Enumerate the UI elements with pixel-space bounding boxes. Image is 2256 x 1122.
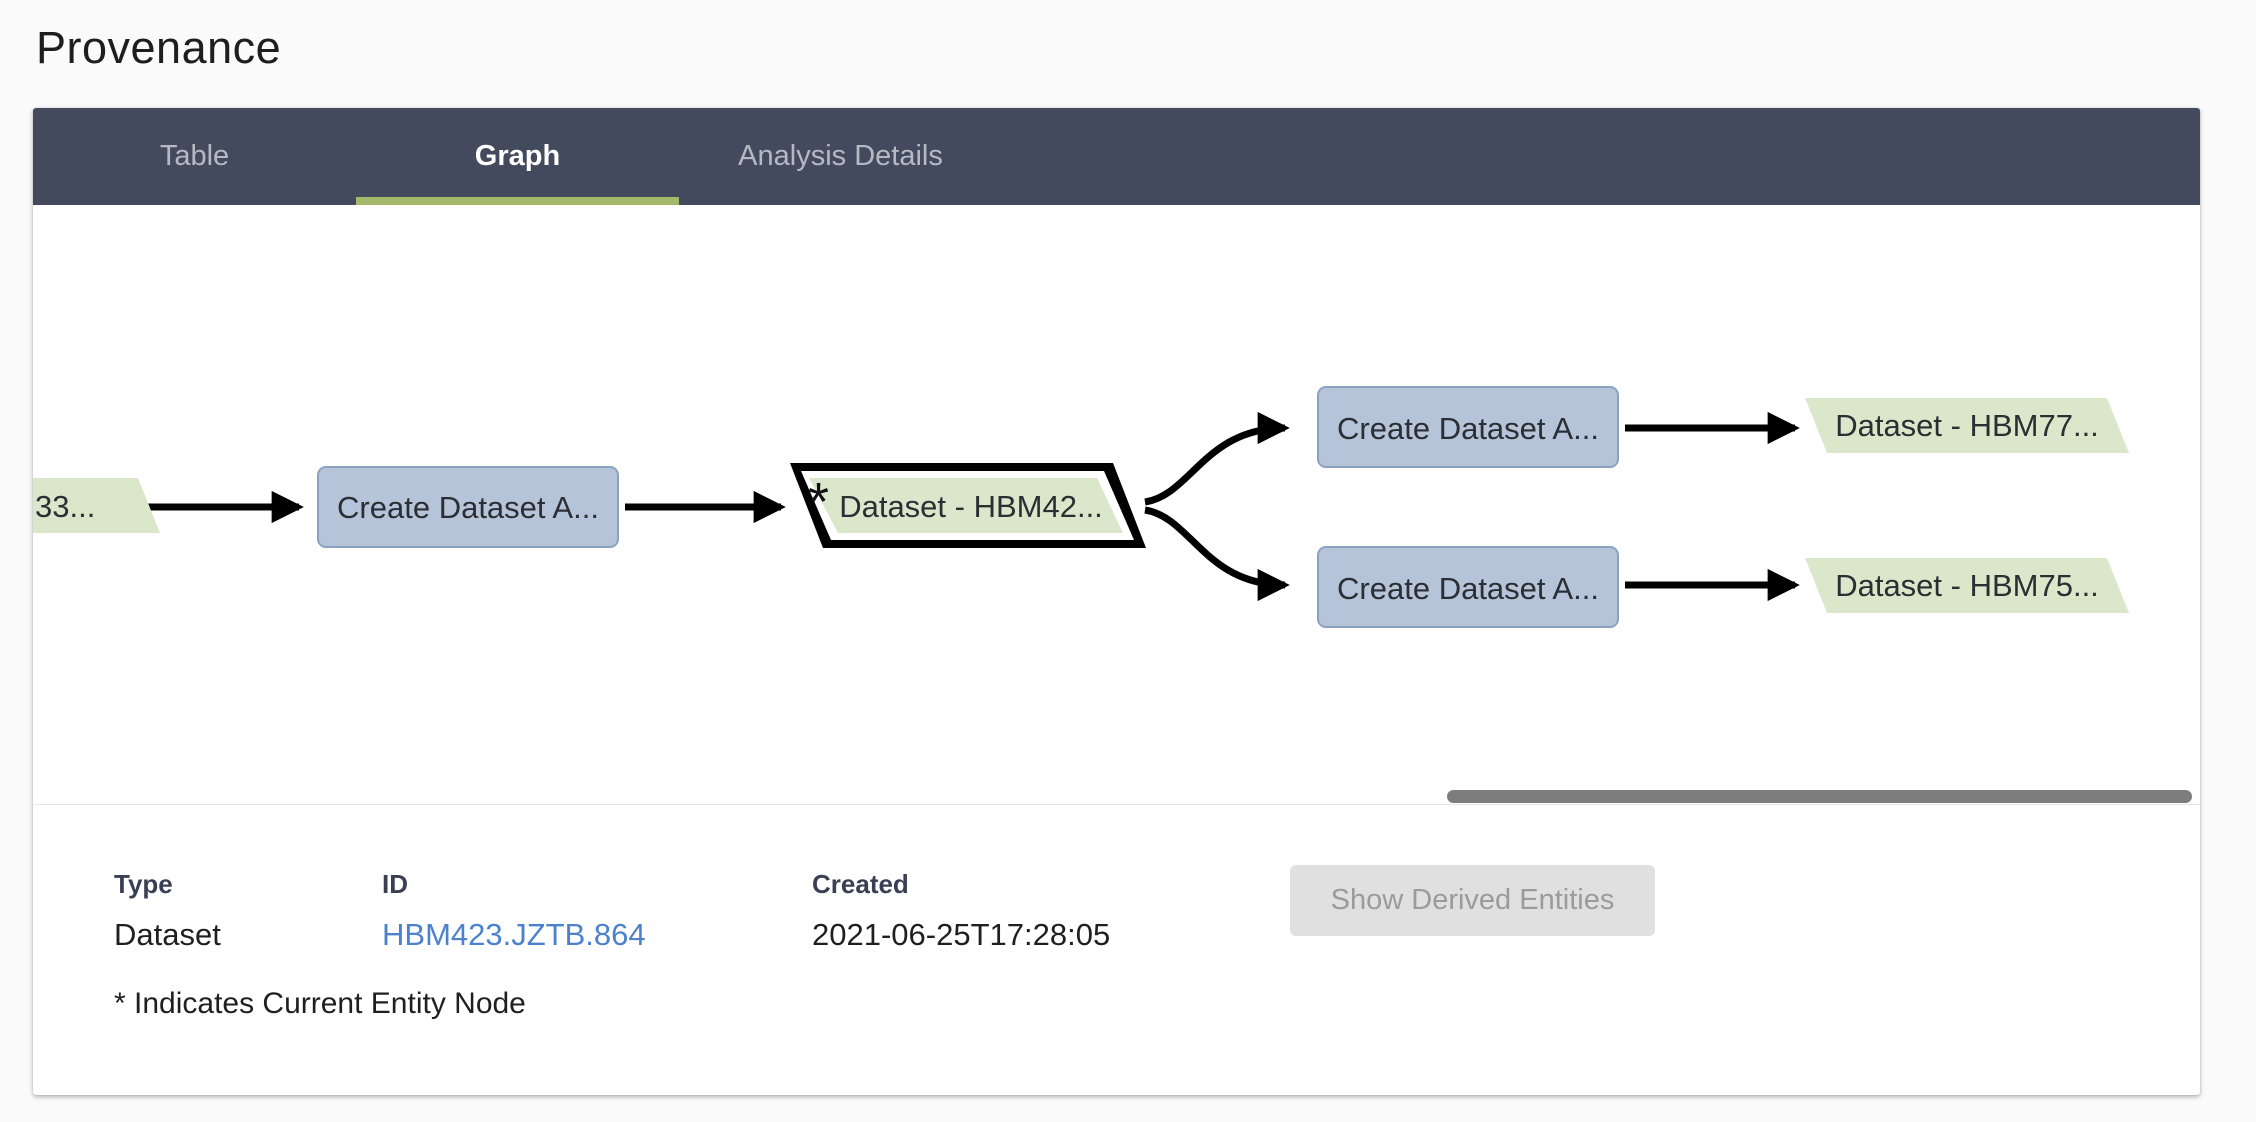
tab-graph-label: Graph <box>474 140 561 172</box>
node-derived-dataset-bottom[interactable]: Dataset - HBM75... <box>1805 558 2129 613</box>
edge-current-to-activity-top <box>1144 411 1290 506</box>
entity-id-link[interactable]: HBM423.JZTB.864 <box>382 917 646 952</box>
tab-graph[interactable]: Graph <box>356 108 679 205</box>
node-activity-top[interactable]: Create Dataset A... <box>1317 386 1619 468</box>
node-ancestor-dataset-label: 33... <box>35 489 95 524</box>
tab-analysis-details-label: Analysis Details <box>738 140 943 172</box>
field-id: ID HBM423.JZTB.864 <box>382 869 646 953</box>
provenance-card: Table Graph Analysis Details <box>33 108 2200 1095</box>
field-type: Type Dataset <box>114 869 221 953</box>
type-label: Type <box>114 869 173 899</box>
node-ancestor-dataset[interactable]: 33... <box>33 478 160 533</box>
horizontal-scrollbar-thumb[interactable] <box>1447 790 2192 803</box>
type-value: Dataset <box>114 917 221 952</box>
node-activity-top-label: Create Dataset A... <box>1337 411 1599 446</box>
node-derived-dataset-top-label: Dataset - HBM77... <box>1835 408 2099 443</box>
id-label: ID <box>382 869 408 899</box>
node-derived-dataset-bottom-label: Dataset - HBM75... <box>1835 568 2099 603</box>
node-activity-left[interactable]: Create Dataset A... <box>317 466 619 548</box>
node-current-dataset[interactable]: * Dataset - HBM42... <box>790 463 1146 548</box>
tab-bar: Table Graph Analysis Details <box>33 108 2200 205</box>
id-value: HBM423.JZTB.864 <box>382 917 646 953</box>
node-activity-bottom[interactable]: Create Dataset A... <box>1317 546 1619 628</box>
current-entity-marker: * <box>808 472 829 532</box>
show-derived-entities-button[interactable]: Show Derived Entities <box>1290 865 1655 936</box>
node-derived-dataset-top[interactable]: Dataset - HBM77... <box>1805 398 2129 453</box>
node-current-dataset-label: Dataset - HBM42... <box>839 489 1103 524</box>
entity-details-panel: Type Dataset ID HBM423.JZTB.864 Created … <box>33 805 2200 1094</box>
page-title: Provenance <box>36 22 282 73</box>
tab-table[interactable]: Table <box>33 108 356 205</box>
provenance-graph-canvas[interactable]: 33... Create Dataset A... * Dataset - HB… <box>33 205 2200 805</box>
tab-table-label: Table <box>159 140 230 172</box>
created-label: Created <box>812 869 909 899</box>
node-activity-left-label: Create Dataset A... <box>337 490 599 525</box>
created-value: 2021-06-25T17:28:05 <box>812 917 1111 952</box>
tab-analysis-details[interactable]: Analysis Details <box>679 108 1002 205</box>
active-tab-indicator <box>356 197 679 205</box>
node-activity-bottom-label: Create Dataset A... <box>1337 571 1599 606</box>
edge-current-to-activity-bottom <box>1144 506 1290 602</box>
current-entity-note: * Indicates Current Entity Node <box>114 987 526 1020</box>
field-created: Created 2021-06-25T17:28:05 <box>812 869 1110 953</box>
provenance-graph-area[interactable]: 33... Create Dataset A... * Dataset - HB… <box>33 205 2200 805</box>
